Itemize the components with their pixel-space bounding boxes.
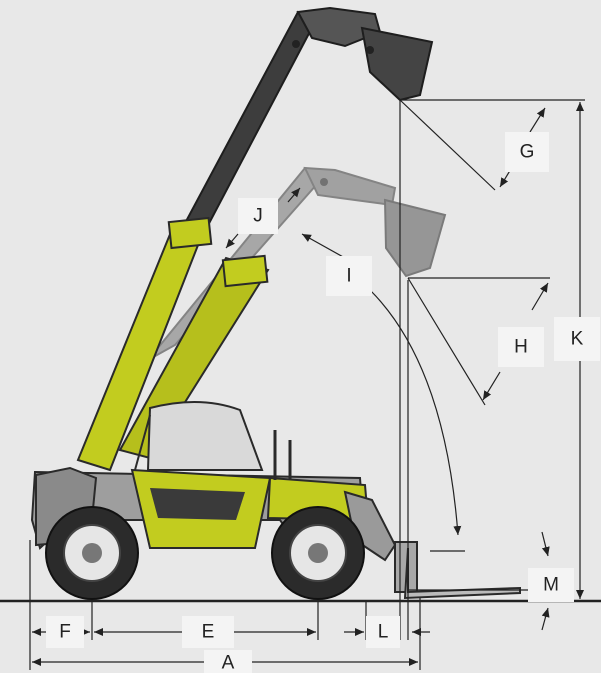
label-l: L [366, 616, 400, 648]
label-j: J [238, 198, 278, 234]
fork-carriage [343, 490, 521, 600]
label-h-text: H [514, 337, 528, 358]
boom-raised [157, 6, 434, 273]
label-k: K [554, 317, 600, 361]
label-a-text: A [222, 653, 235, 673]
label-i: I [326, 256, 372, 296]
label-g-text: G [520, 142, 535, 163]
label-m: M [528, 568, 574, 602]
label-a: A [204, 650, 252, 673]
front-wheel [271, 506, 365, 600]
label-m-text: M [543, 575, 559, 596]
cab [134, 401, 264, 471]
chassis [30, 430, 370, 550]
rear-wheel [45, 506, 139, 600]
label-l-text: L [378, 622, 389, 643]
label-i-text: I [346, 266, 351, 287]
label-e: E [182, 616, 234, 648]
label-f: F [46, 616, 84, 648]
label-k-text: K [571, 329, 584, 350]
label-e-text: E [202, 622, 215, 643]
label-g: G [505, 132, 549, 172]
label-h: H [498, 327, 544, 367]
label-j-text: J [253, 206, 263, 227]
label-f-text: F [59, 622, 71, 643]
